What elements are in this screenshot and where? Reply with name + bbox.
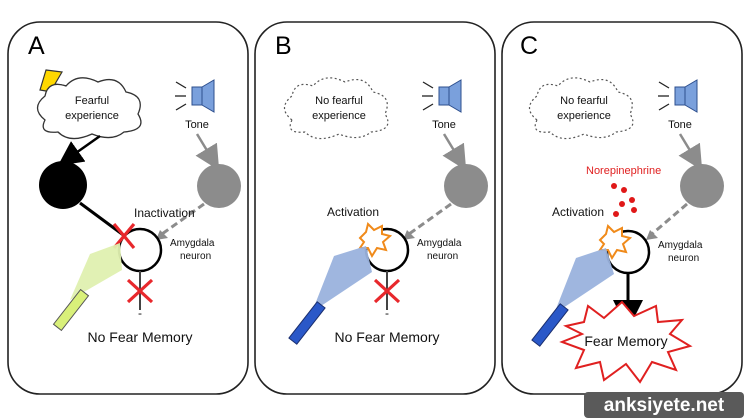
inhibit-x-output — [126, 278, 154, 304]
tone-synapse-terminal — [156, 230, 168, 240]
inhibit-x-output — [373, 278, 401, 304]
thought-cloud — [528, 77, 634, 140]
fear-input-neuron — [39, 161, 87, 209]
outcome-label: Fear Memory — [584, 333, 667, 349]
tone-arrow — [195, 133, 220, 171]
tone-arrow — [442, 133, 467, 171]
tone-synapse-line — [651, 202, 688, 236]
panel-b: B No fearful experience Tone Activation … — [254, 21, 496, 395]
tone-synapse-line — [408, 202, 452, 236]
light-beam — [312, 246, 372, 312]
tone-input-neuron — [680, 164, 724, 208]
light-beam — [554, 248, 614, 314]
tone-label: Tone — [185, 119, 209, 131]
optic-fiber-icon — [288, 301, 326, 345]
process-label: Activation — [552, 205, 604, 219]
outcome-label: No Fear Memory — [334, 329, 439, 345]
speaker-icon — [422, 79, 462, 113]
cloud-text-line-1: No fearful — [560, 95, 608, 107]
tone-arrow — [678, 133, 703, 171]
light-beam — [70, 243, 122, 300]
cloud-text-line-2: experience — [557, 110, 611, 122]
process-label: Activation — [327, 205, 379, 219]
cloud-text-line-2: experience — [312, 110, 366, 122]
tone-input-neuron — [197, 164, 241, 208]
process-label: Inactivation — [134, 206, 195, 220]
thought-cloud — [36, 77, 142, 140]
neuron-label-line-1: Amygdala — [658, 240, 703, 251]
watermark-background — [584, 392, 744, 418]
panel-a: A Fearful experience Tone Inactivation A… — [7, 21, 249, 395]
minus-sign: - — [385, 306, 389, 320]
optic-fiber-icon — [531, 303, 569, 347]
tone-label: Tone — [668, 119, 692, 131]
watermark: anksiyete.net — [584, 392, 744, 418]
watermark-text: anksiyete.net — [604, 395, 725, 416]
panel-c: C No fearful experience Tone Norepinephr… — [501, 21, 743, 395]
panel-c-letter: C — [520, 32, 538, 60]
cloud-text-line-1: No fearful — [315, 95, 363, 107]
tone-synapse-line — [161, 202, 205, 236]
thought-cloud — [283, 77, 389, 140]
tone-label: Tone — [432, 119, 456, 131]
norepinephrine-label: Norepinephrine — [586, 165, 661, 177]
panel-a-letter: A — [28, 32, 45, 60]
speaker-icon — [175, 79, 215, 113]
tone-synapse-terminal — [403, 230, 415, 240]
panel-b-letter: B — [275, 32, 292, 60]
cloud-text-line-2: experience — [65, 110, 119, 122]
outcome-label: No Fear Memory — [87, 329, 192, 345]
tone-input-neuron — [444, 164, 488, 208]
fear-arrow — [57, 134, 101, 166]
neuron-label-line-2: neuron — [427, 251, 458, 262]
cloud-text-line-1: Fearful — [75, 95, 109, 107]
speaker-icon — [658, 79, 698, 113]
neuron-label-line-2: neuron — [668, 253, 699, 264]
optic-fiber-icon — [52, 288, 90, 332]
minus-sign: - — [138, 306, 142, 320]
fear-memory-burst — [559, 300, 693, 384]
neuron-label-line-1: Amygdala — [417, 238, 462, 249]
norepinephrine-dots — [611, 183, 637, 217]
neuron-label-line-2: neuron — [180, 251, 211, 262]
neuron-label-line-1: Amygdala — [170, 238, 215, 249]
tone-synapse-terminal — [646, 230, 658, 240]
